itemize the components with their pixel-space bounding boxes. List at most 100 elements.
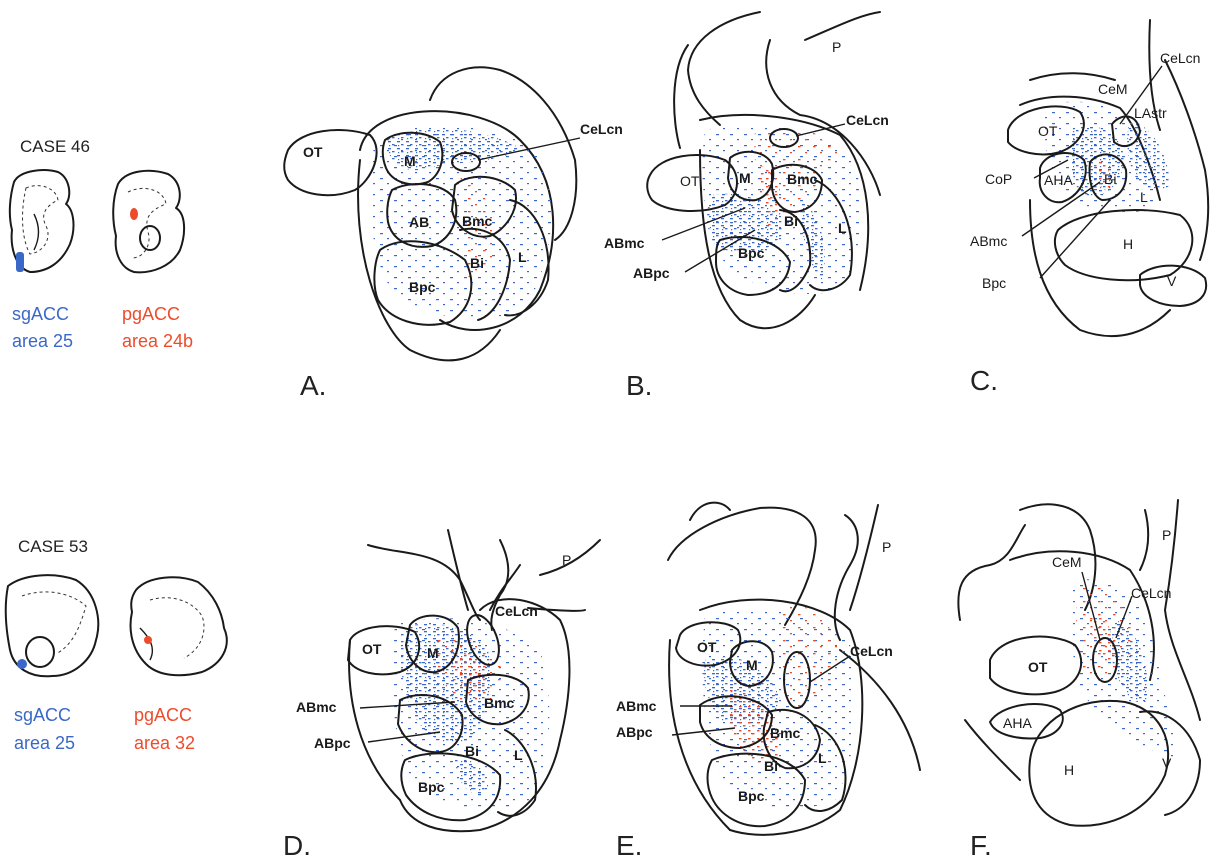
panel-d-label-abpc: ABpc [314, 735, 351, 751]
case46-title: CASE 46 [20, 137, 90, 156]
panel-e-label-abpc: ABpc [616, 724, 653, 740]
panel-f-label-celcn: CeLcn [1131, 585, 1171, 601]
panel-e-letter: E. [616, 830, 642, 859]
panel-e-label-l: L [818, 750, 827, 766]
case46-sgacc-area: area 25 [12, 331, 73, 351]
panel-c-lower-contour [1030, 200, 1170, 336]
panel-b-label-ot: OT [680, 173, 700, 189]
panel-c-label-celcn: CeLcn [1160, 50, 1200, 66]
panel-d-left-contour [349, 640, 400, 800]
panel-f-label-ot: OT [1028, 659, 1048, 675]
case46-sgacc-label: sgACC [12, 304, 69, 324]
panel-a-label-bmc: Bmc [462, 213, 493, 229]
panel-d-label-m: M [427, 645, 439, 661]
panel-e-label-abmc: ABmc [616, 698, 657, 714]
case46-pgacc-label: pgACC [122, 304, 180, 324]
panel-b-label-l: L [838, 220, 847, 236]
panel-d-label-bpc: Bpc [418, 779, 445, 795]
panel-b-letter: B. [626, 370, 652, 401]
panel-f-letter: F. [970, 830, 992, 859]
case53-pgacc-injection-site [144, 636, 152, 644]
panel-c: CeLcn CeM LAstr OT CoP AHA Bi L ABmc H B… [970, 20, 1208, 396]
case53-sgacc-area: area 25 [14, 733, 75, 753]
case53-pgacc-label: pgACC [134, 705, 192, 725]
panel-c-label-abmc: ABmc [970, 233, 1007, 249]
panel-b-label-bmc: Bmc [787, 171, 818, 187]
panel-c-letter: C. [970, 365, 998, 396]
panel-a-label-ot: OT [303, 144, 323, 160]
case53-sgacc-label: sgACC [14, 705, 71, 725]
panel-e-label-celcn: CeLcn [850, 643, 893, 659]
panel-f-label-cem: CeM [1052, 554, 1082, 570]
panel-c-label-lastr: LAstr [1134, 105, 1167, 121]
panel-d-label-abmc: ABmc [296, 699, 337, 715]
case53-sgacc-injection-site [17, 659, 27, 669]
case46-brain-section-pgacc [113, 171, 184, 272]
panel-f-left-contour-1 [958, 525, 1025, 620]
panel-b-upper-contour-left [688, 12, 760, 125]
panel-b-label-celcn: CeLcn [846, 112, 889, 128]
panel-c-bpc-leader [1040, 200, 1110, 278]
panel-b-p-boundary [805, 12, 880, 40]
panel-e-label-bpc: Bpc [738, 788, 765, 804]
panel-c-label-h: H [1123, 236, 1133, 252]
panel-a-label-bpc: Bpc [409, 279, 436, 295]
case53-brain-section-pgacc [131, 577, 227, 675]
panel-d: P CeLcn OT M ABmc Bmc ABpc Bi L Bpc D. [283, 530, 600, 859]
case53-brain-section-sgacc [6, 575, 98, 676]
panel-b-label-abpc: ABpc [633, 265, 670, 281]
case46-pgacc-injection-site [130, 208, 138, 220]
panel-d-upper-contour-1 [368, 545, 480, 620]
panel-f-label-aha: AHA [1003, 715, 1032, 731]
case53-legend: CASE 53 sgACC area 25 pgACC area 32 [6, 537, 227, 753]
panel-a-letter: A. [300, 370, 326, 401]
panel-e-label-ot: OT [697, 639, 717, 655]
panel-a-label-ab: AB [409, 214, 429, 230]
panel-a-label-celcn: CeLcn [580, 121, 623, 137]
panel-f: CeM P CeLcn OT AHA H V F. [958, 500, 1200, 859]
panel-c-right-contour-2 [1165, 60, 1208, 260]
panel-f-label-p: P [1162, 527, 1171, 543]
panel-a-label-l: L [518, 249, 527, 265]
panel-f-label-v: V [1162, 755, 1172, 771]
panel-b: P CeLcn OT M Bmc Bi L Bpc ABmc ABpc B. [604, 12, 889, 401]
panel-d-label-bi: Bi [465, 743, 479, 759]
panel-c-label-bpc: Bpc [982, 275, 1006, 291]
panel-b-label-abmc: ABmc [604, 235, 645, 251]
panel-c-top-contour [1030, 73, 1115, 80]
panel-c-label-cop: CoP [985, 171, 1012, 187]
panel-e-label-bi: Bi [764, 758, 778, 774]
panel-e-label-p: P [882, 539, 891, 555]
case46-legend: CASE 46 sgACC area 25 pgACC area 24b [10, 137, 193, 351]
case46-brain-section-sgacc [10, 170, 74, 272]
panel-e-label-m: M [746, 657, 758, 673]
panel-c-label-l: L [1140, 189, 1148, 205]
panel-c-label-aha: AHA [1044, 172, 1073, 188]
panel-b-label-bi: Bi [784, 213, 798, 229]
panel-d-label-celcn: CeLcn [495, 603, 538, 619]
panel-b-label-m: M [739, 170, 751, 186]
panel-b-label-bpc: Bpc [738, 245, 765, 261]
panel-f-label-h: H [1064, 762, 1074, 778]
panel-d-letter: D. [283, 830, 311, 859]
panel-c-label-ot: OT [1038, 123, 1058, 139]
panel-c-label-v: V [1167, 273, 1177, 289]
panel-d-label-l: L [514, 747, 523, 763]
panel-c-label-cem: CeM [1098, 81, 1128, 97]
case46-pgacc-area: area 24b [122, 331, 193, 351]
panel-e-label-bmc: Bmc [770, 725, 801, 741]
panel-b-label-p: P [832, 39, 841, 55]
panel-d-label-ot: OT [362, 641, 382, 657]
case53-pgacc-area: area 32 [134, 733, 195, 753]
panel-d-label-p: P [562, 552, 571, 568]
panel-e: P OT M CeLcn ABmc ABpc Bmc Bi L Bpc E. [616, 503, 920, 859]
case53-title: CASE 53 [18, 537, 88, 556]
panel-b-outer-left-contour [674, 45, 688, 148]
panel-a-label-bi: Bi [470, 255, 484, 271]
panel-f-upper-contour-2 [1140, 510, 1148, 570]
panel-d-label-bmc: Bmc [484, 695, 515, 711]
case46-sgacc-injection-site [16, 252, 24, 272]
panel-a: OT M AB Bmc Bi L Bpc CeLcn A. [284, 67, 623, 401]
panel-a-label-m: M [404, 153, 416, 169]
